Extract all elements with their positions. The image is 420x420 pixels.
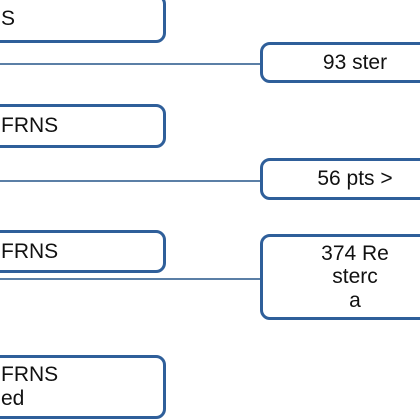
left-box-3-label: FRNS [1, 239, 59, 263]
left-box-4-label: FRNS ed [1, 363, 59, 410]
left-box-2-label: FRNS [1, 114, 59, 138]
right-box-2: 56 pts > [260, 158, 420, 200]
right-box-2-label: 56 pts > [317, 167, 393, 191]
left-box-1: S [0, 0, 166, 43]
right-box-3: 374 Re sterc a [260, 234, 420, 320]
right-box-3-label: 374 Re sterc a [321, 241, 389, 312]
left-box-4: FRNS ed [0, 355, 166, 419]
left-box-2: FRNS [0, 104, 166, 148]
connector-line-1 [0, 63, 262, 65]
right-box-1-label: 93 ster [322, 50, 388, 74]
left-box-1-label: S [1, 6, 16, 30]
connector-line-2 [0, 180, 262, 182]
right-box-1: 93 ster [260, 42, 420, 83]
left-box-3: FRNS [0, 230, 166, 273]
connector-line-3 [0, 278, 262, 280]
